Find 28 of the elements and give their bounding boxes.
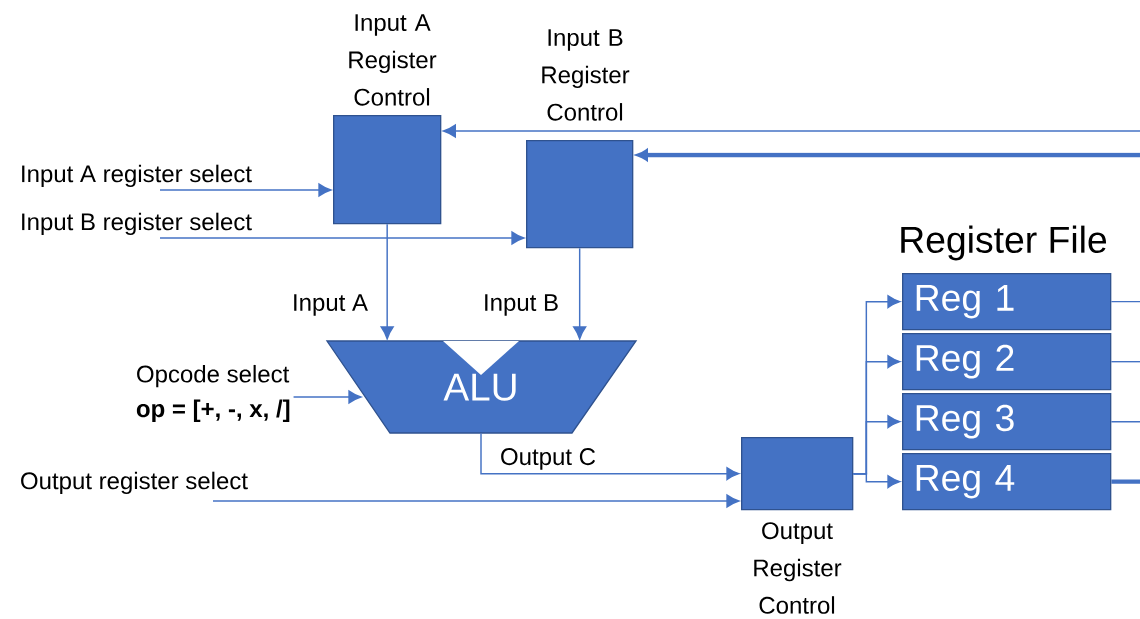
arrow	[212, 494, 740, 508]
arrow	[159, 183, 332, 197]
arrow	[442, 124, 1140, 138]
register-box: Reg 2	[902, 333, 1112, 391]
register-control-box: Output Register Control	[741, 437, 854, 614]
arrow	[480, 432, 740, 481]
edge-label: Input A	[290, 292, 370, 318]
heading: Register File	[901, 225, 1107, 261]
node-label: Input B Register Control	[542, 29, 630, 121]
node-label: Output Register Control	[754, 522, 842, 614]
arrow	[159, 231, 525, 245]
input-label: Output register select	[21, 471, 248, 495]
input-label: Input A register select	[22, 164, 252, 188]
register-control-box: Input B Register Control	[526, 29, 634, 249]
arrow	[292, 390, 362, 404]
register-box: Reg 1	[902, 273, 1112, 331]
node-label: Input A Register Control	[349, 14, 437, 106]
edge-label: Output C	[498, 446, 598, 472]
register-box: Reg 4	[902, 453, 1112, 511]
register-box: Reg 3	[902, 393, 1112, 451]
arrow	[380, 223, 394, 340]
arrow	[852, 472, 901, 489]
arrow	[573, 247, 587, 340]
arrow	[636, 149, 1140, 161]
register-control-box: Input A Register Control	[333, 14, 442, 225]
input-label: Input B register select	[22, 212, 252, 236]
input-label: Opcode select op = [+, -, x, /]	[136, 364, 290, 422]
edge-label: Input B	[481, 292, 561, 318]
